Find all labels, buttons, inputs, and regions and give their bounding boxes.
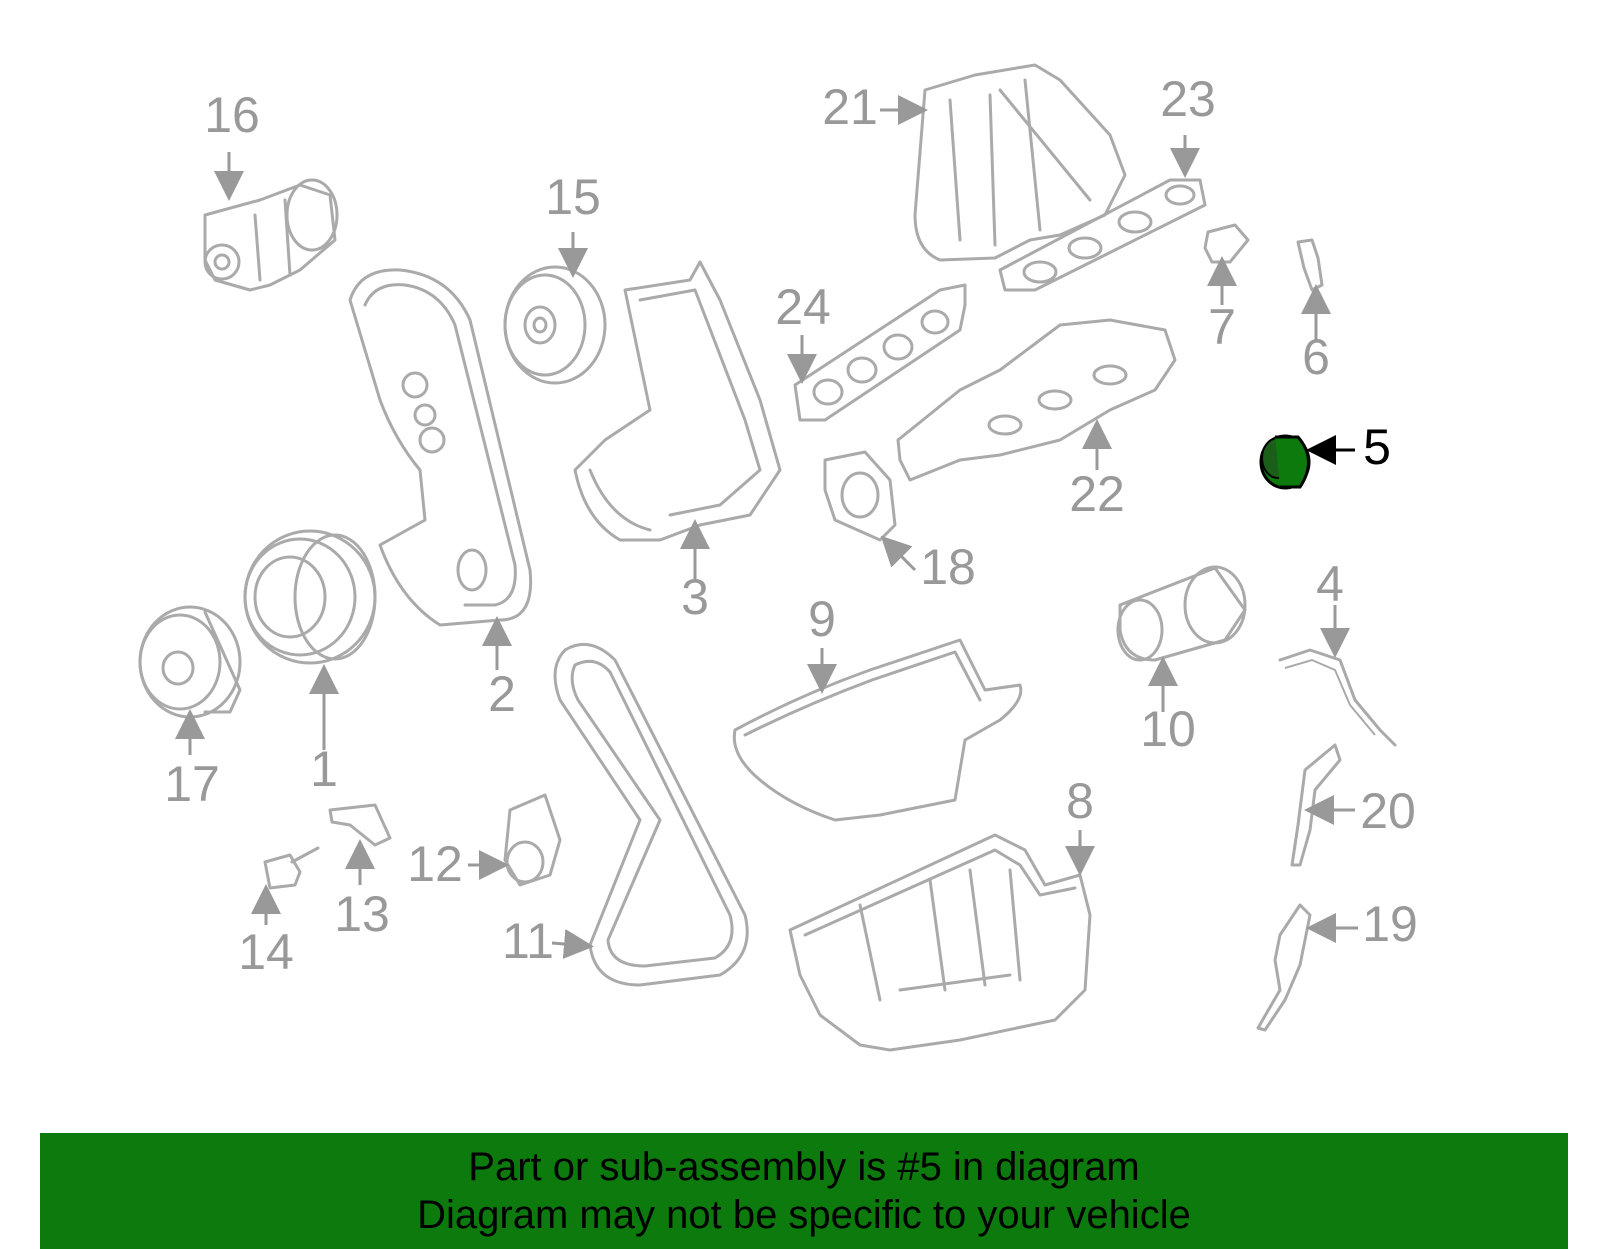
part-12-tensioner[interactable] [503, 793, 562, 887]
part-6-sender[interactable] [1296, 238, 1324, 292]
callout-15: 15 [545, 169, 601, 225]
callout-20: 20 [1360, 783, 1416, 839]
part-14-bolt[interactable] [263, 846, 320, 890]
callout-1: 1 [310, 741, 338, 797]
callout-22: 22 [1069, 466, 1125, 522]
callout-21: 21 [822, 79, 878, 135]
callout-24: 24 [775, 279, 831, 335]
part-2-timing-cover[interactable] [348, 268, 533, 627]
callout-19: 19 [1362, 896, 1418, 952]
callout-4: 4 [1316, 556, 1344, 612]
part-10-oil-filter[interactable] [1116, 565, 1247, 662]
part-9-oil-pan-gasket[interactable] [732, 638, 1023, 822]
callout-17: 17 [164, 756, 220, 812]
part-13-bracket[interactable] [328, 803, 392, 847]
part-15-cam-sprocket[interactable] [503, 265, 607, 385]
callout-labels: 1 2 3 4 5 6 7 8 9 10 11 12 13 14 15 16 1… [164, 71, 1418, 980]
callout-2: 2 [488, 666, 516, 722]
parts-diagram: 1 2 3 4 5 6 7 8 9 10 11 12 13 14 15 16 1… [138, 63, 1418, 1052]
callout-7: 7 [1208, 299, 1236, 355]
part-5-seal[interactable] [1259, 434, 1311, 490]
part-1-crank-pulley[interactable] [243, 529, 377, 665]
part-22-exhaust-manifold[interactable] [896, 318, 1177, 482]
callout-14: 14 [238, 924, 294, 980]
callout-23: 23 [1160, 71, 1216, 127]
callout-8: 8 [1066, 773, 1094, 829]
part-19-dipstick[interactable] [1256, 903, 1312, 1032]
callout-13: 13 [334, 886, 390, 942]
part-20-dipstick-tube[interactable] [1290, 743, 1342, 867]
part-11-timing-belt[interactable] [553, 642, 749, 987]
part-7-sensor[interactable] [1203, 223, 1250, 264]
part-17-crank-sprocket[interactable] [138, 605, 242, 719]
callout-6: 6 [1302, 329, 1330, 385]
callout-18: 18 [920, 539, 976, 595]
part-24-exhaust-gasket[interactable] [793, 283, 967, 422]
part-18-gasket[interactable] [823, 450, 897, 542]
callout-9: 9 [808, 591, 836, 647]
part-16-water-pump[interactable] [203, 178, 339, 292]
info-banner: Part or sub-assembly is #5 in diagram Di… [40, 1133, 1568, 1249]
callout-11: 11 [502, 913, 554, 969]
callout-12: 12 [407, 836, 463, 892]
banner-line-part: Part or sub-assembly is #5 in diagram [468, 1145, 1140, 1189]
callout-5: 5 [1363, 419, 1391, 475]
part-23-intake-gasket[interactable] [998, 178, 1207, 292]
callout-arrows [175, 95, 1358, 959]
part-4-sensor-wire[interactable] [1278, 648, 1397, 747]
part-3-timing-cover-front[interactable] [573, 260, 782, 542]
part-21-intake-manifold[interactable] [913, 63, 1127, 262]
banner-line-disclaimer: Diagram may not be specific to your vehi… [417, 1193, 1191, 1237]
callout-10: 10 [1140, 701, 1196, 757]
callout-16: 16 [204, 87, 260, 143]
callout-3: 3 [681, 569, 709, 625]
part-8-oil-pan[interactable] [788, 833, 1092, 1052]
